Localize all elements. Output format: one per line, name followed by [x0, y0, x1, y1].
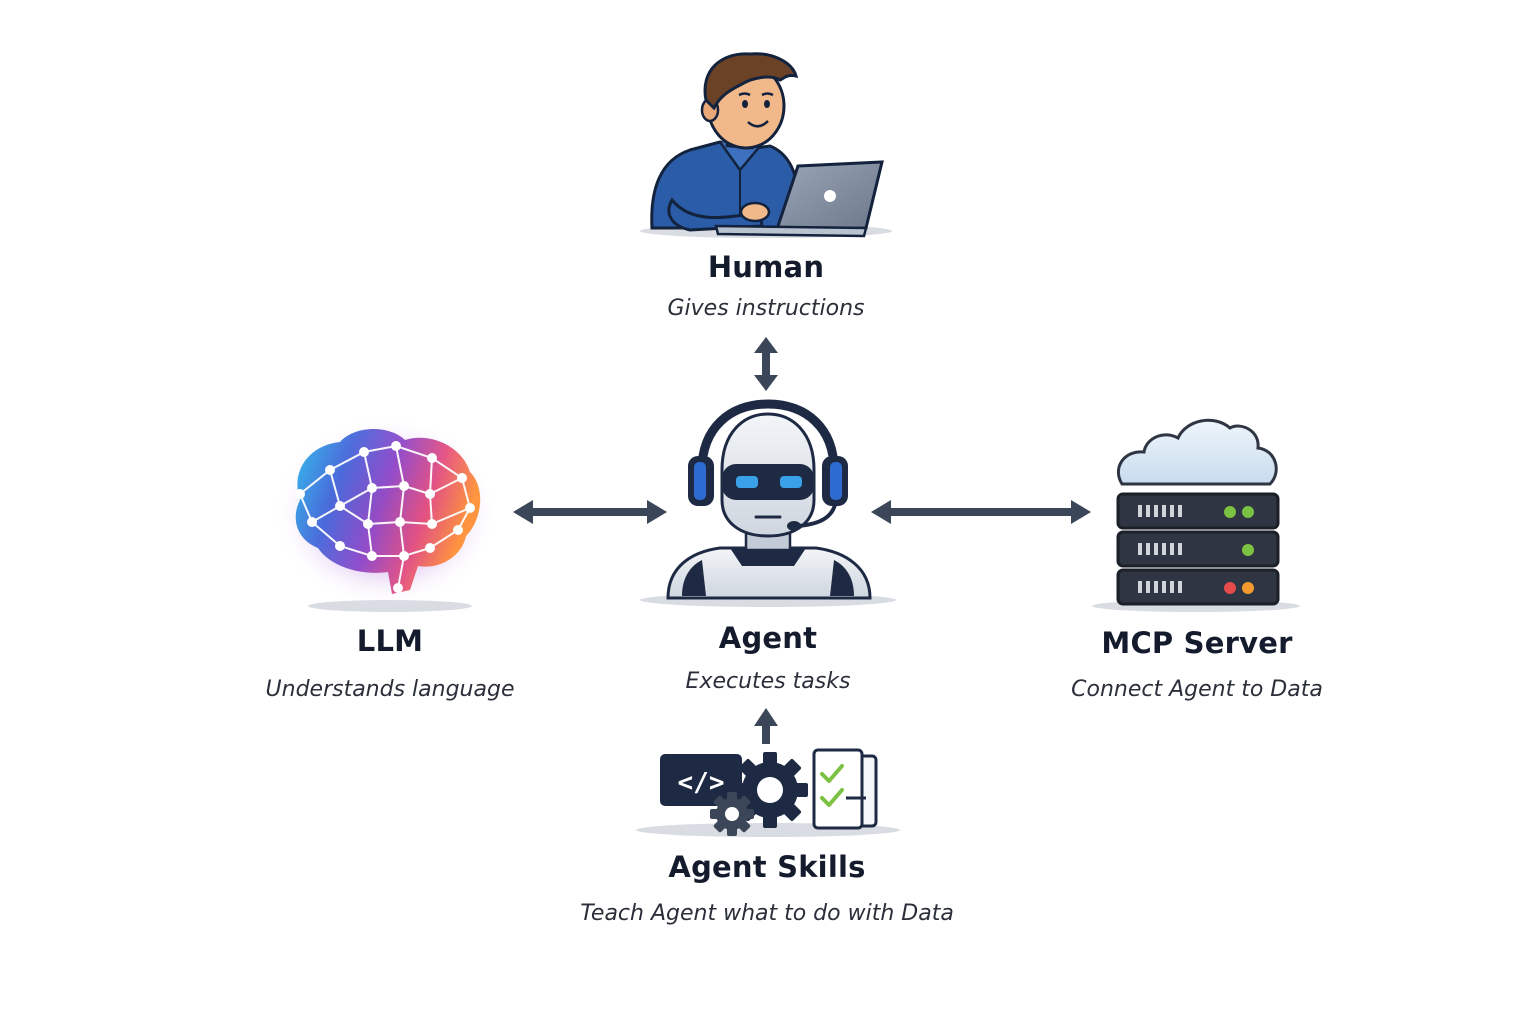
node-title-skills: Agent Skills [668, 850, 866, 884]
arrow-human-agent [754, 337, 778, 391]
node-title-human: Human [707, 250, 825, 284]
svg-text:</>: </> [678, 768, 725, 798]
cloud-server-icon [1092, 418, 1300, 612]
arrow-skills-agent [754, 708, 778, 744]
node-title-agent: Agent [718, 621, 818, 655]
person-laptop-icon [640, 52, 892, 238]
robot-headset-icon [640, 399, 896, 607]
node-subtitle-human: Gives instructions [667, 296, 865, 321]
node-subtitle-llm: Understands language [265, 677, 515, 702]
node-title-mcp: MCP Server [1101, 626, 1293, 660]
node-subtitle-skills: Teach Agent what to do with Data [580, 901, 954, 926]
brain-network-icon [274, 416, 498, 612]
arrow-llm-agent [513, 500, 667, 524]
code-gears-checklist-icon: </> [636, 748, 900, 837]
node-title-llm: LLM [356, 624, 424, 658]
arrow-agent-mcp [871, 500, 1091, 524]
node-subtitle-agent: Executes tasks [685, 669, 851, 694]
node-subtitle-mcp: Connect Agent to Data [1071, 677, 1323, 702]
